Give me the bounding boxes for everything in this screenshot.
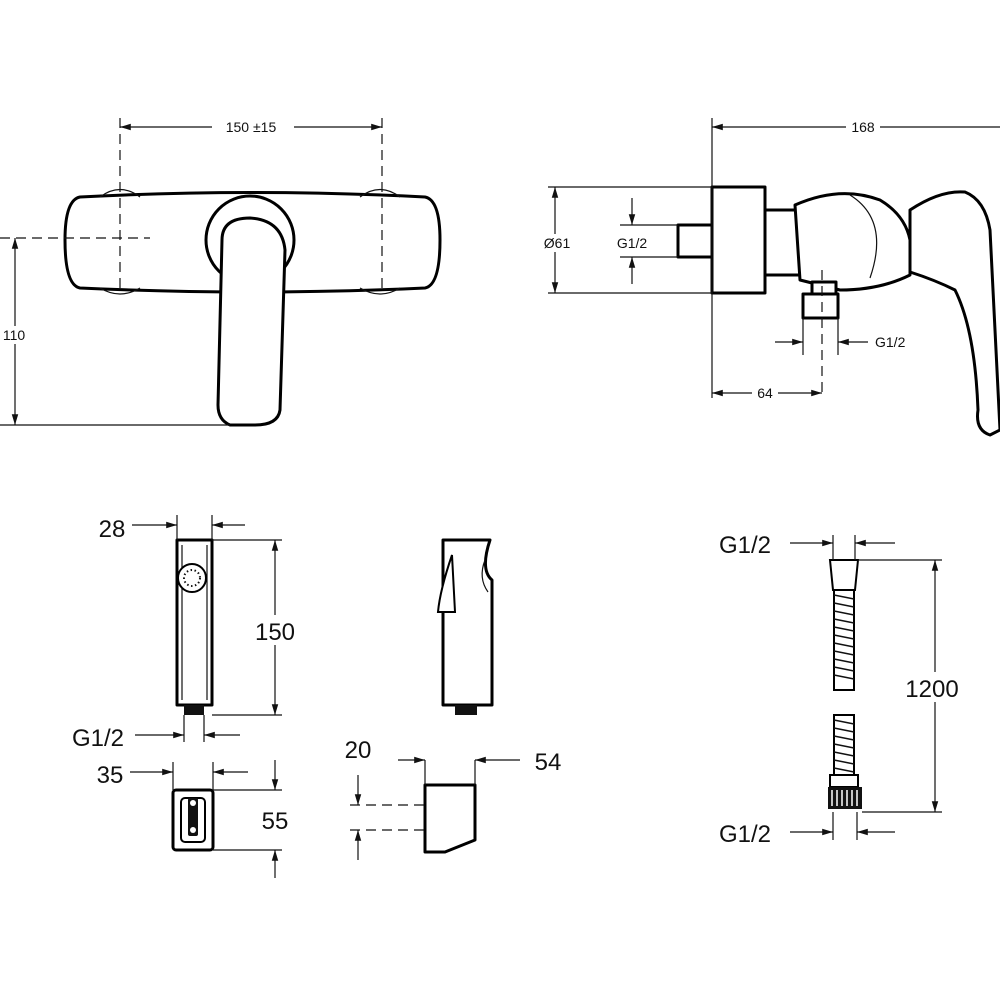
holder-hole-label: 20 xyxy=(345,737,372,764)
shower-length-label: 150 xyxy=(255,619,295,646)
hand-shower-front: 28 150 G1/2 xyxy=(72,515,300,752)
holder-width-label: 35 xyxy=(97,762,124,789)
holder-depth-label: 54 xyxy=(535,749,562,776)
wall-plate xyxy=(710,185,767,295)
shower-width-label: 28 xyxy=(99,516,126,543)
holder-side-body xyxy=(423,783,477,854)
hose-top-thread-label: G1/2 xyxy=(719,532,771,559)
shower-thread-label: G1/2 xyxy=(72,725,124,752)
inlet-pipe xyxy=(676,223,714,259)
hand-shower-side-body xyxy=(441,538,494,707)
spray-face-icon xyxy=(177,563,207,593)
diameter-label: Ø61 xyxy=(544,235,571,251)
hose-length-label: 1200 xyxy=(905,676,958,703)
mixer-front-view: 150 ±15 110 xyxy=(0,118,442,427)
outlet-offset-label: 64 xyxy=(757,385,773,401)
valve-body xyxy=(793,192,912,292)
depth-dimension-label: 168 xyxy=(851,119,875,135)
lever-handle xyxy=(216,216,287,427)
height-dimension-label: 110 xyxy=(3,327,26,343)
hose: G1/2 1200 G1/2 xyxy=(719,532,966,848)
hose-top-nut xyxy=(828,559,860,591)
trigger xyxy=(436,554,457,613)
outlet-nut xyxy=(810,280,838,296)
mixer-side-view: 168 Ø61 G1/2 G1/2 64 xyxy=(538,118,1000,437)
hose-bottom-thread-label: G1/2 xyxy=(719,821,771,848)
holder-front: 35 55 xyxy=(97,760,289,878)
outlet-thread-label: G1/2 xyxy=(875,334,906,350)
holder-height-label: 55 xyxy=(262,808,289,835)
width-dimension-label: 150 ±15 xyxy=(226,119,277,135)
inlet-thread-label: G1/2 xyxy=(617,235,648,251)
hose-upper-segment xyxy=(833,589,855,691)
hand-shower-side xyxy=(436,538,494,715)
holder-side: 54 20 xyxy=(345,737,562,860)
side-lever xyxy=(908,190,1000,437)
shower-thread xyxy=(184,705,204,715)
outlet-thread xyxy=(801,292,840,320)
